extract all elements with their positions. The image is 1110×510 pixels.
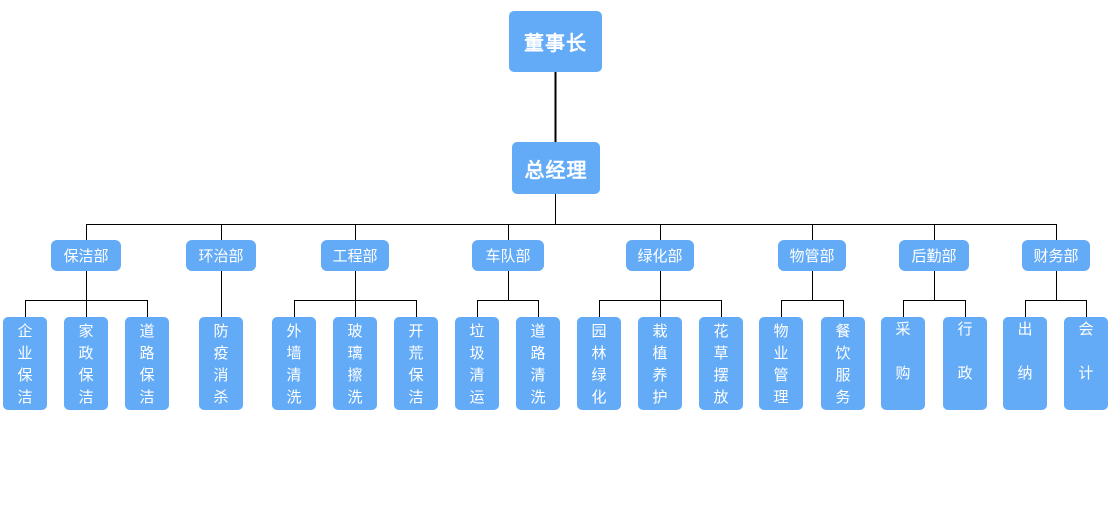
department-label: 物管部 — [789, 247, 835, 265]
department-label: 后勤部 — [911, 247, 957, 265]
sub-department-node[interactable]: 道路清洗 — [516, 317, 560, 410]
department-node[interactable]: 物管部 — [778, 240, 846, 271]
sub-department-node[interactable]: 园林绿化 — [577, 317, 621, 410]
sub-department-node[interactable]: 采购 — [881, 317, 925, 410]
sub-department-label: 道路保洁 — [139, 322, 155, 406]
sub-department-label: 行政 — [957, 320, 973, 382]
sub-department-node[interactable]: 花草摆放 — [699, 317, 743, 410]
department-node[interactable]: 车队部 — [472, 240, 544, 271]
sub-department-label: 会计 — [1078, 320, 1094, 382]
general-manager-node[interactable]: 总经理 — [512, 142, 600, 194]
sub-department-node[interactable]: 会计 — [1064, 317, 1108, 410]
department-node[interactable]: 工程部 — [321, 240, 389, 271]
department-node[interactable]: 绿化部 — [626, 240, 694, 271]
sub-department-label: 园林绿化 — [591, 322, 607, 406]
sub-department-label: 家政保洁 — [78, 322, 94, 406]
sub-department-node[interactable]: 家政保洁 — [64, 317, 108, 410]
sub-department-node[interactable]: 企业保洁 — [3, 317, 47, 410]
sub-department-label: 餐饮服务 — [835, 322, 851, 406]
sub-department-label: 物业管理 — [773, 322, 789, 406]
sub-department-label: 开荒保洁 — [408, 322, 424, 406]
department-label: 财务部 — [1033, 247, 1079, 265]
sub-department-node[interactable]: 栽植养护 — [638, 317, 682, 410]
sub-department-label: 玻璃擦洗 — [347, 322, 363, 406]
sub-department-node[interactable]: 物业管理 — [759, 317, 803, 410]
sub-department-node[interactable]: 外墙清洗 — [272, 317, 316, 410]
chairman-label: 董事长 — [524, 31, 587, 55]
sub-department-label: 花草摆放 — [713, 322, 729, 406]
department-label: 保洁部 — [63, 247, 109, 265]
sub-department-node[interactable]: 开荒保洁 — [394, 317, 438, 410]
sub-department-node[interactable]: 防疫消杀 — [199, 317, 243, 410]
sub-department-label: 道路清洗 — [530, 322, 546, 406]
sub-department-node[interactable]: 道路保洁 — [125, 317, 169, 410]
department-node[interactable]: 后勤部 — [899, 240, 969, 271]
general-manager-label: 总经理 — [524, 157, 588, 182]
chairman-node[interactable]: 董事长 — [509, 11, 602, 72]
sub-department-label: 出纳 — [1017, 320, 1033, 382]
sub-department-label: 企业保洁 — [17, 322, 33, 406]
sub-department-node[interactable]: 垃圾清运 — [455, 317, 499, 410]
department-label: 环治部 — [198, 247, 244, 265]
sub-department-node[interactable]: 出纳 — [1003, 317, 1047, 410]
department-node[interactable]: 保洁部 — [51, 240, 121, 271]
sub-department-label: 采购 — [895, 320, 911, 382]
sub-department-node[interactable]: 玻璃擦洗 — [333, 317, 377, 410]
sub-department-node[interactable]: 行政 — [943, 317, 987, 410]
sub-department-label: 防疫消杀 — [213, 322, 229, 406]
department-node[interactable]: 环治部 — [186, 240, 256, 271]
sub-department-label: 垃圾清运 — [469, 322, 485, 406]
sub-department-node[interactable]: 餐饮服务 — [821, 317, 865, 410]
department-label: 车队部 — [485, 247, 531, 265]
department-label: 工程部 — [332, 247, 378, 265]
department-label: 绿化部 — [637, 247, 683, 265]
sub-department-label: 外墙清洗 — [286, 322, 302, 406]
department-node[interactable]: 财务部 — [1022, 240, 1090, 271]
sub-department-label: 栽植养护 — [652, 322, 668, 406]
